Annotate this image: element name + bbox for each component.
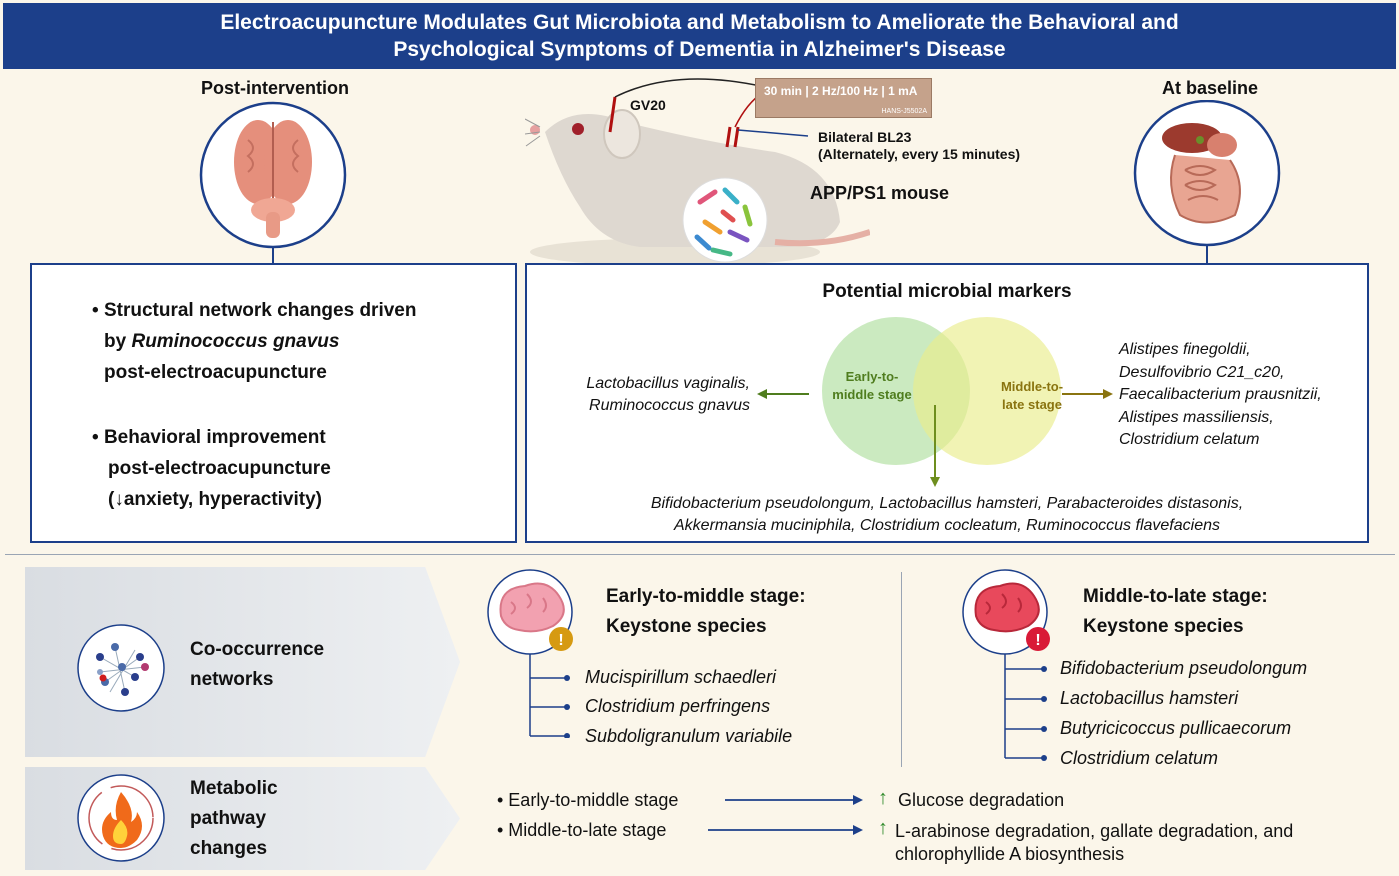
early-brain-icon: ! — [487, 569, 573, 738]
device-settings: 30 min | 2 Hz/100 Hz | 1 mA — [764, 84, 918, 98]
row2-result-2: chlorophyllide A biosynthesis — [895, 844, 1125, 864]
metabolic-row1-stage: • Early-to-middle stage — [497, 790, 679, 810]
post-intervention-label: Post-intervention — [200, 78, 349, 98]
b1-species: Ruminococcus gnavus — [131, 331, 340, 352]
b2-line-2: post-electroacupuncture — [108, 458, 331, 479]
b2-line-1: Behavioral improvement — [103, 427, 326, 448]
late-circle-label: Middle-to-late stage — [1000, 379, 1064, 412]
late-only-species: Alistipes finegoldii, Desulfovibrio C21_… — [1119, 339, 1322, 452]
venn-diagram — [757, 317, 1113, 487]
early-species-1: Mucispirillum schaedleri — [585, 667, 777, 687]
mouse-label: APP/PS1 mouse — [810, 183, 950, 203]
cooccurrence-label: Co-occurrence networks — [190, 635, 324, 695]
early-only-species: Lactobacillus vaginalis, Ruminococcus gn… — [565, 373, 750, 417]
post-intervention-box: • Structural network changes driven by R… — [30, 263, 517, 543]
metabolic-arrows — [708, 795, 863, 835]
late-only-2: Desulfovibrio C21_c20, — [1119, 363, 1285, 381]
shared-2: Akkermansia muciniphila, Clostridium coc… — [674, 517, 1220, 534]
early-keystone-title: Early-to-middle stage: Keystone species — [606, 582, 806, 642]
b2-line-3: (↓anxiety, hyperactivity) — [108, 489, 323, 510]
early-species-3: Subdoligranulum variabile — [585, 726, 793, 746]
early-title-2: Keystone species — [606, 616, 767, 637]
shared-1: Bifidobacterium pseudolongum, Lactobacil… — [650, 495, 1244, 512]
b1-line-1: Structural network changes driven — [103, 300, 417, 321]
title-banner: Electroacupuncture Modulates Gut Microbi… — [3, 3, 1396, 69]
metabolic-label-1: Metabolic — [190, 778, 278, 799]
early-species-2: Clostridium perfringens — [585, 696, 771, 716]
bl23-label: Bilateral BL23 (Alternately, every 15 mi… — [818, 129, 1020, 163]
late-species-4: Clostridium celatum — [1060, 748, 1219, 768]
title-line-1: Electroacupuncture Modulates Gut Microbi… — [220, 11, 1179, 34]
device-model: HANS-J5502A — [881, 108, 927, 115]
bullet-behavioral: • Behavioral improvement post-electroacu… — [92, 422, 331, 515]
early-only-1: Lactobacillus vaginalis, — [586, 375, 750, 392]
metabolic-row2-result: L-arabinose degradation, gallate degrada… — [895, 820, 1293, 866]
early-circle-label: Early-to-middle stage — [832, 369, 912, 402]
late-species-2: Lactobacillus hamsteri — [1060, 688, 1239, 708]
late-species-1: Bifidobacterium pseudolongum — [1060, 658, 1308, 678]
late-title-1: Middle-to-late stage: — [1083, 586, 1268, 607]
bl23-line-2: (Alternately, every 15 minutes) — [818, 146, 1021, 162]
mouse-illustration — [525, 78, 870, 266]
metabolic-label: Metabolic pathway changes — [190, 774, 278, 864]
stimulator-device: 30 min | 2 Hz/100 Hz | 1 mA HANS-J5502A — [755, 78, 932, 118]
intestine-circle-icon — [1133, 100, 1281, 265]
metabolic-label-3: changes — [190, 838, 268, 859]
cooccurrence-label-2: networks — [190, 669, 274, 690]
b1-by: by — [104, 331, 127, 352]
metabolic-row2-stage: • Middle-to-late stage — [497, 820, 667, 840]
up-arrow-2: ↑ — [878, 817, 888, 839]
late-species-3: Butyricicoccus pullicaecorum — [1060, 718, 1292, 738]
svg-text:!: ! — [558, 632, 563, 649]
early-title-1: Early-to-middle stage: — [606, 586, 806, 607]
late-only-3: Faecalibacterium prausnitzii, — [1119, 386, 1322, 403]
cooccurrence-label-1: Co-occurrence — [190, 639, 325, 660]
up-arrow-1: ↑ — [878, 787, 888, 809]
b1-line-3: post-electroacupuncture — [104, 362, 327, 383]
row2-result-1: L-arabinose degradation, gallate degrada… — [895, 821, 1294, 841]
early-only-2: Ruminococcus gnavus — [589, 397, 750, 414]
title-line-2: Psychological Symptoms of Dementia in Al… — [393, 38, 1006, 61]
markers-title: Potential microbial markers — [822, 281, 1072, 302]
brain-circle-icon — [199, 101, 347, 265]
keystone-separator — [901, 572, 902, 767]
network-icon — [77, 624, 165, 712]
baseline-label: At baseline — [1161, 78, 1259, 98]
microbial-markers-box: Potential microbial markers Early-to-mid… — [525, 263, 1369, 543]
late-brain-icon: ! — [962, 569, 1050, 761]
late-only-5: Clostridium celatum — [1119, 431, 1260, 448]
shared-species: Bifidobacterium pseudolongum, Lactobacil… — [527, 493, 1367, 537]
bullet-structural: • Structural network changes driven by R… — [92, 295, 416, 388]
metabolic-label-2: pathway — [190, 808, 267, 829]
metabolic-row1-result: Glucose degradation — [898, 790, 1065, 810]
late-only-4: Alistipes massiliensis, — [1119, 408, 1274, 426]
gv20-label: GV20 — [630, 97, 666, 113]
late-only-1: Alistipes finegoldii, — [1119, 341, 1251, 358]
late-keystone-title: Middle-to-late stage: Keystone species — [1083, 582, 1268, 642]
section-divider — [5, 554, 1395, 555]
late-title-2: Keystone species — [1083, 616, 1244, 637]
bl23-line-1: Bilateral BL23 — [818, 129, 912, 145]
flame-icon — [77, 774, 165, 862]
svg-text:!: ! — [1035, 632, 1040, 649]
